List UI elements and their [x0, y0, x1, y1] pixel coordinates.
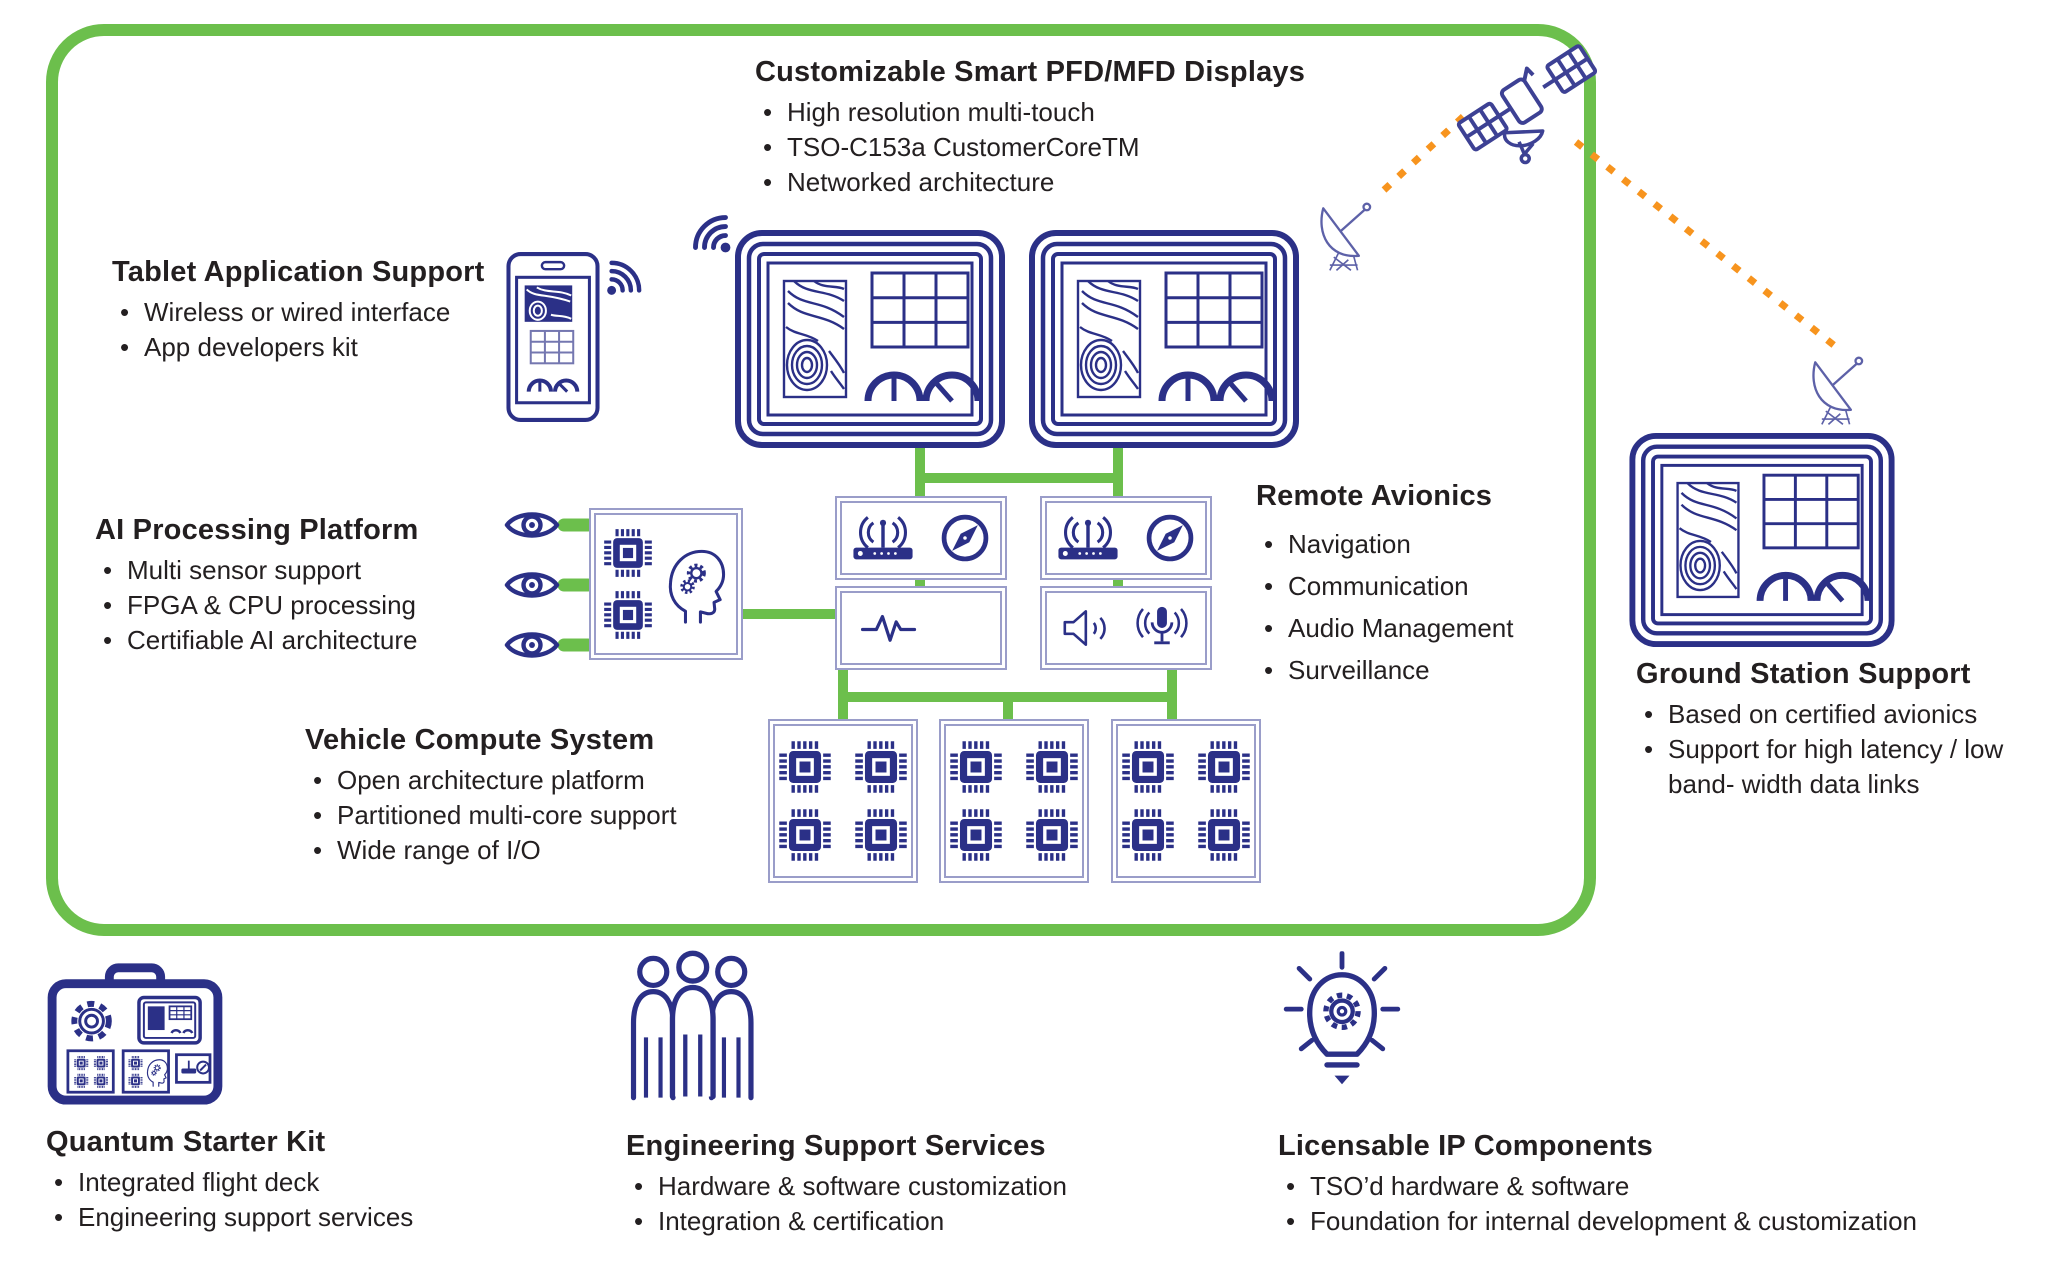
bullet-item: Surveillance — [1256, 653, 1586, 688]
section-displays: Customizable Smart PFD/MFD Displays High… — [755, 56, 1355, 200]
router-icon — [850, 512, 916, 564]
cpu-chip-icon — [949, 808, 1003, 862]
lightbulb-gear-icon — [1283, 946, 1401, 1098]
section-title: AI Processing Platform — [95, 514, 419, 546]
cpu-chip-icon — [1025, 808, 1079, 862]
section-title: Quantum Starter Kit — [46, 1126, 326, 1158]
bullet-item: Integration & certification — [626, 1204, 1166, 1239]
router-icon — [1055, 512, 1121, 564]
bullet-list: NavigationCommunicationAudio ManagementS… — [1256, 527, 1586, 688]
section-ip: Licensable IP Components TSO’d hardware … — [1278, 1130, 2038, 1239]
compass-icon — [938, 511, 992, 565]
eye-icon — [504, 506, 560, 544]
remote-avionics-nav-box — [835, 496, 1007, 580]
cpu-chip-icon — [854, 740, 908, 794]
section-vehicle: Vehicle Compute System Open architecture… — [305, 724, 785, 868]
section-title: Engineering Support Services — [626, 1130, 1046, 1162]
section-title: Remote Avionics — [1256, 480, 1493, 512]
bullet-item: Multi sensor support — [95, 553, 535, 588]
cpu-chip-icon — [854, 808, 908, 862]
bullet-item: Communication — [1256, 569, 1586, 604]
bullet-item: App developers kit — [112, 330, 532, 365]
cpu-chip-icon — [1121, 740, 1175, 794]
section-tablet: Tablet Application Support Wireless or w… — [112, 256, 532, 365]
bullet-item: Foundation for internal development & cu… — [1278, 1204, 2038, 1239]
dish-antenna-icon — [1314, 194, 1380, 280]
cpu-chip-icon — [1197, 808, 1251, 862]
waveform-icon — [858, 606, 942, 650]
section-title: Ground Station Support — [1636, 658, 1971, 690]
bullet-list: Multi sensor supportFPGA & CPU processin… — [95, 553, 535, 658]
cpu-chip-icon — [603, 590, 653, 640]
bullet-item: Engineering support services — [46, 1200, 526, 1235]
cpu-chip-icon — [949, 740, 1003, 794]
cpu-chip-icon — [1121, 808, 1175, 862]
remote-avionics-nav-box — [1040, 496, 1212, 580]
team-icon — [620, 948, 778, 1106]
bullet-list: High resolution multi-touchTSO-C153a Cus… — [755, 95, 1355, 200]
section-ai: AI Processing Platform Multi sensor supp… — [95, 514, 535, 658]
section-title: Tablet Application Support — [112, 256, 485, 288]
dish-antenna-icon — [1806, 348, 1872, 434]
satellite-icon — [1452, 38, 1602, 170]
section-title: Customizable Smart PFD/MFD Displays — [755, 56, 1306, 88]
bullet-list: Hardware & software customizationIntegra… — [626, 1169, 1166, 1239]
speaker-icon — [1059, 604, 1117, 652]
section-ground: Ground Station Support Based on certifie… — [1636, 658, 2008, 802]
ai-processor-icon — [594, 513, 738, 655]
bullet-list: Wireless or wired interfaceApp developer… — [112, 295, 532, 365]
section-remote: Remote Avionics NavigationCommunicationA… — [1256, 480, 1586, 695]
pfd-mfd-display-left-icon — [734, 228, 1006, 450]
compute-module-box — [768, 719, 918, 883]
bullet-item: FPGA & CPU processing — [95, 588, 535, 623]
compass-icon — [1143, 511, 1197, 565]
bullet-item: High resolution multi-touch — [755, 95, 1355, 130]
bullet-list: Integrated flight deckEngineering suppor… — [46, 1165, 526, 1235]
cpu-chip-icon — [778, 808, 832, 862]
wifi-icon — [688, 210, 736, 258]
bullet-item: TSO’d hardware & software — [1278, 1169, 2038, 1204]
bullet-item: Open architecture platform — [305, 763, 785, 798]
remote-avionics-audio-box — [1040, 586, 1212, 670]
compute-module-box — [1111, 719, 1261, 883]
section-quantum: Quantum Starter Kit Integrated flight de… — [46, 1126, 526, 1235]
bullet-item: TSO-C153a CustomerCoreTM — [755, 130, 1355, 165]
bullet-item: Audio Management — [1256, 611, 1586, 646]
ground-station-display-icon — [1628, 432, 1896, 648]
eye-icon — [504, 566, 560, 604]
pfd-mfd-display-right-icon — [1028, 228, 1300, 450]
bullet-list: Open architecture platformPartitioned mu… — [305, 763, 785, 868]
bullet-item: Networked architecture — [755, 165, 1355, 200]
cpu-chip-icon — [1025, 740, 1079, 794]
section-title: Vehicle Compute System — [305, 724, 655, 756]
bullet-list: Based on certified avionicsSupport for h… — [1636, 697, 2008, 802]
cpu-chip-icon — [778, 740, 832, 794]
bullet-item: Integrated flight deck — [46, 1165, 526, 1200]
bullet-item: Partitioned multi-core support — [305, 798, 785, 833]
bullet-item: Support for high latency / low band- wid… — [1636, 732, 2008, 802]
cpu-chip-icon — [603, 528, 653, 578]
wifi-icon — [602, 256, 646, 300]
remote-avionics-surveillance-box — [835, 586, 1007, 670]
starter-kit-case-icon — [44, 958, 226, 1108]
cpu-chip-icon — [1197, 740, 1251, 794]
bullet-item: Hardware & software customization — [626, 1169, 1166, 1204]
tablet-icon — [504, 250, 602, 424]
ai-head-icon — [661, 534, 729, 634]
bullet-item: Certifiable AI architecture — [95, 623, 535, 658]
section-title: Licensable IP Components — [1278, 1130, 1653, 1162]
ai-processor-box — [589, 508, 743, 660]
bullet-item: Wide range of I/O — [305, 833, 785, 868]
microphone-icon — [1131, 602, 1193, 654]
section-engineering: Engineering Support Services Hardware & … — [626, 1130, 1166, 1239]
satellite-downlink-line — [1573, 139, 1843, 353]
bullet-list: TSO’d hardware & softwareFoundation for … — [1278, 1169, 2038, 1239]
compute-module-box — [939, 719, 1089, 883]
bullet-item: Navigation — [1256, 527, 1586, 562]
eye-icon — [504, 626, 560, 664]
bullet-item: Wireless or wired interface — [112, 295, 532, 330]
bullet-item: Based on certified avionics — [1636, 697, 2008, 732]
